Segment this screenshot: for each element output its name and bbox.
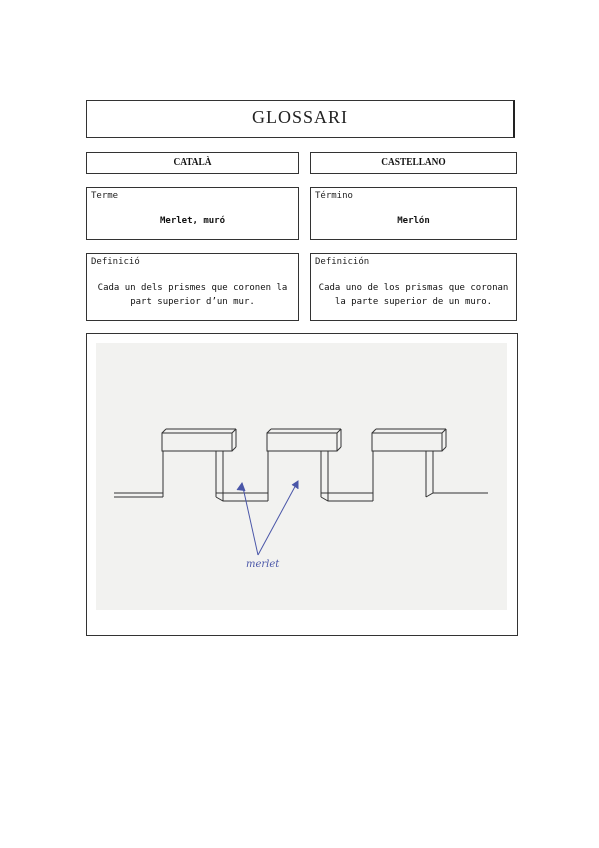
catalan-term-value: Merlet, muró	[159, 216, 226, 226]
castellano-language-label: CASTELLANO	[381, 156, 446, 168]
castellano-term-label: Término	[315, 191, 353, 201]
catalan-term-box: Terme Merlet, muró	[86, 187, 299, 240]
arrow-right	[257, 480, 299, 556]
castellano-language-header: CASTELLANO	[310, 152, 517, 174]
merlon-2	[267, 450, 322, 501]
catalan-language-label: CATALÀ	[173, 156, 212, 168]
catalan-definition-box: Definició Cada un dels prismes que coron…	[86, 253, 299, 321]
merlon-1	[162, 450, 217, 497]
crenel-1	[215, 496, 268, 502]
catalan-definition-label: Definició	[91, 257, 140, 267]
battlement-outline	[114, 428, 488, 502]
crenel-2	[320, 496, 373, 502]
catalan-definition-text: Cada un dels prismes que coronen la part…	[97, 283, 288, 307]
merlon-1-cap	[161, 432, 233, 452]
castellano-term-value: Merlón	[397, 216, 430, 226]
merlon-3-cap	[371, 432, 443, 452]
arrow-left	[241, 482, 259, 556]
illustration-frame: merlet	[86, 333, 518, 636]
annotation-arrows	[236, 480, 299, 556]
castellano-term-box: Término Merlón	[310, 187, 517, 240]
wall-base-right	[425, 492, 488, 498]
merlon-sketch	[114, 428, 488, 556]
catalan-language-header: CATALÀ	[86, 152, 299, 174]
merlon-2-cap	[266, 432, 338, 452]
castellano-definition-label: Definición	[315, 257, 370, 267]
merlet-annotation: merlet	[246, 559, 280, 570]
catalan-term-label: Terme	[91, 191, 119, 201]
glossary-header: GLOSSARI	[86, 100, 515, 138]
merlon-3	[372, 450, 427, 501]
castellano-definition-text: Cada uno de los prismas que coronan la p…	[318, 283, 509, 307]
glossary-title: GLOSSARI	[251, 107, 348, 127]
castellano-definition-box: Definición Cada uno de los prismas que c…	[310, 253, 517, 321]
merlon-sketch-photo: merlet	[96, 343, 507, 610]
